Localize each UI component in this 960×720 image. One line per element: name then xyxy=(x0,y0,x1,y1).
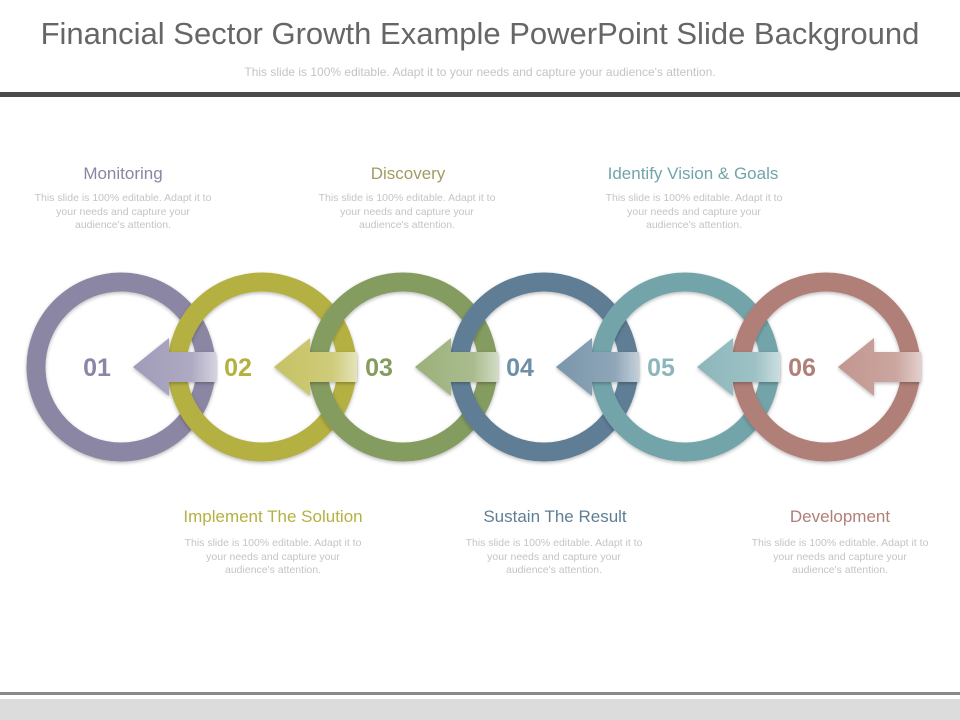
step-04-arrow-highlight xyxy=(556,338,639,396)
step-01-number: 01 xyxy=(83,354,111,382)
step-01-arrow-highlight xyxy=(133,338,216,396)
step-02-arrow-highlight xyxy=(274,338,357,396)
step-03-label: Discovery xyxy=(370,164,446,183)
top-divider xyxy=(0,92,960,97)
bottom-divider xyxy=(0,692,960,695)
slide-subtitle: This slide is 100% editable. Adapt it to… xyxy=(244,65,716,79)
step-02-description: This slide is 100% editable. Adapt it to… xyxy=(184,537,362,576)
step-arrows xyxy=(133,338,921,396)
step-03-arrow-highlight xyxy=(415,338,498,396)
slide-header: Financial Sector Growth Example PowerPoi… xyxy=(0,0,960,92)
step-04-label: Sustain The Result xyxy=(483,507,627,526)
step-03-number: 03 xyxy=(365,354,393,382)
step-01-label: Monitoring xyxy=(83,164,163,183)
step-numbers: 01 02 03 04 05 06 xyxy=(83,354,816,382)
step-05-number: 05 xyxy=(647,354,675,382)
step-02-number: 02 xyxy=(224,354,252,382)
step-05-arrow-highlight xyxy=(697,338,780,396)
step-02-label: Implement The Solution xyxy=(183,507,363,526)
step-04-description: This slide is 100% editable. Adapt it to… xyxy=(465,537,643,576)
step-05-label: Identify Vision & Goals xyxy=(607,164,779,183)
step-03-description: This slide is 100% editable. Adapt it to… xyxy=(318,192,496,231)
step-04-number: 04 xyxy=(506,354,534,382)
step-06-arrow-highlight xyxy=(838,338,921,396)
step-06-description: This slide is 100% editable. Adapt it to… xyxy=(751,537,929,576)
step-01-description: This slide is 100% editable. Adapt it to… xyxy=(34,192,212,231)
step-06-label: Development xyxy=(789,507,891,526)
footer-band xyxy=(0,699,960,720)
slide-title: Financial Sector Growth Example PowerPoi… xyxy=(40,16,920,51)
step-06-number: 06 xyxy=(788,354,816,382)
step-05-description: This slide is 100% editable. Adapt it to… xyxy=(605,192,783,231)
